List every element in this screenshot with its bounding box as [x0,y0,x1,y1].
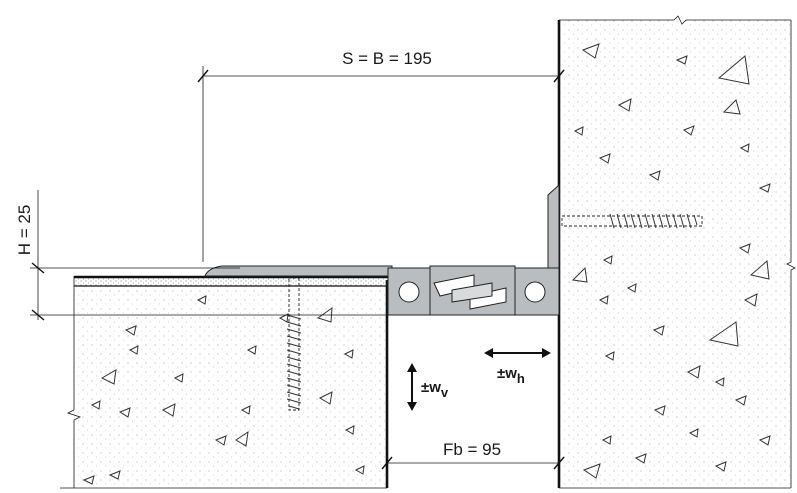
span-label: S = B = 195 [342,49,432,68]
right-concrete-wall [557,15,796,489]
vertical-movement-indicator: ±wv [407,363,449,411]
horizontal-movement-indicator: ±wh [484,348,551,386]
left-concrete-slab [60,280,389,489]
height-label: H = 25 [15,205,34,256]
floor-covering-layer [73,275,388,287]
screw-right-anchor [561,213,703,229]
move-v-label: ±wv [421,379,449,400]
gap-label: Fb = 95 [443,440,501,459]
dimension-span: S = B = 195 [197,49,565,262]
move-h-label: ±wh [497,365,525,386]
joint-profile [204,183,560,316]
dimension-gap: Fb = 95 [381,440,565,470]
dimension-height: H = 25 [15,190,386,321]
left-profile-flange [204,265,393,277]
